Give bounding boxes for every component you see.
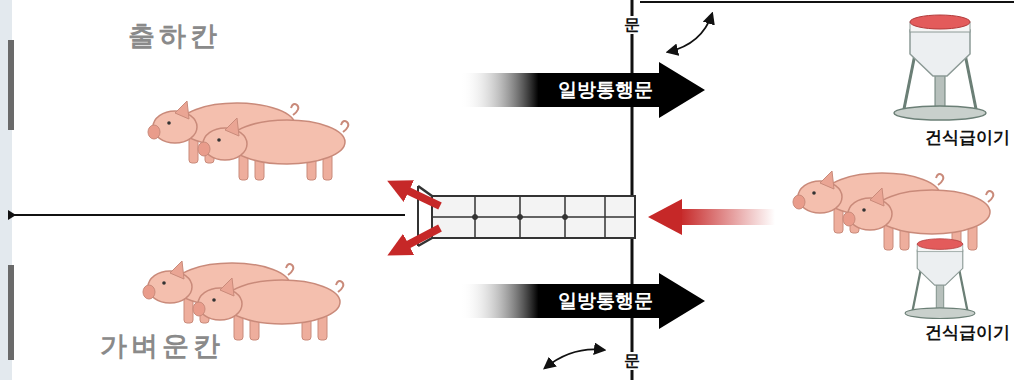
pig-pair: [143, 261, 343, 340]
door-swing: [668, 14, 712, 52]
one-way-gate-arrow: 일방통행문: [460, 62, 705, 118]
door-swing: [545, 349, 604, 368]
dry-feeder: [894, 15, 986, 120]
pig-pair: [148, 101, 348, 180]
text-label: 건식급이기: [925, 323, 1010, 343]
pig-pair: [793, 171, 993, 250]
text-label: 문: [622, 16, 642, 34]
pen-divider: [14, 214, 405, 216]
top-border: [640, 1, 1014, 3]
arrow-outline: [460, 273, 705, 329]
text-label: 문: [622, 352, 642, 370]
arrow-text: 일방통행문: [558, 77, 653, 103]
pen-edge: [0, 0, 16, 380]
arrow-text: 일방통행문: [558, 288, 653, 314]
sorting-scale: [418, 186, 635, 246]
text-label: 건식급이기: [925, 128, 1010, 148]
text-label: 가벼운칸: [100, 330, 224, 361]
one-way-gate-arrow: 일방통행문: [460, 273, 705, 329]
sort-arrows: [398, 186, 775, 250]
pen-wall: [631, 0, 634, 380]
text-label: 출하칸: [128, 20, 221, 51]
dry-feeder: [905, 239, 975, 319]
arrow-outline: [460, 62, 705, 118]
